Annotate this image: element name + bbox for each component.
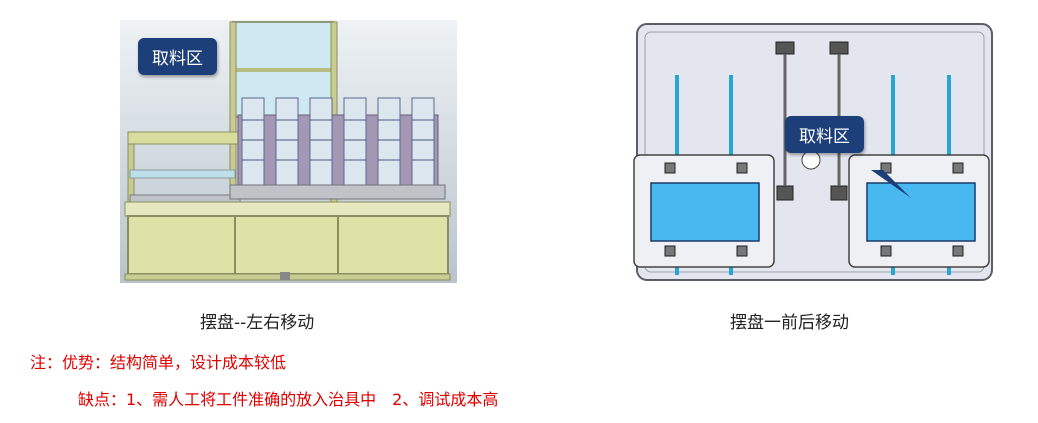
callout-pick-area-left: 取料区 (138, 38, 217, 75)
right-machine-illustration (631, 20, 998, 286)
caption-right: 摆盘一前后移动 (730, 313, 849, 333)
note-advantage: 注：优势：结构简单，设计成本较低 (30, 353, 287, 372)
note-disadvantage: 缺点：1、需人工将工件准确的放入治具中 2、调试成本高 (78, 390, 499, 409)
callout-pick-area-right: 取料区 (785, 116, 864, 153)
caption-left: 摆盘--左右移动 (200, 313, 315, 333)
left-machine-illustration (120, 20, 457, 283)
